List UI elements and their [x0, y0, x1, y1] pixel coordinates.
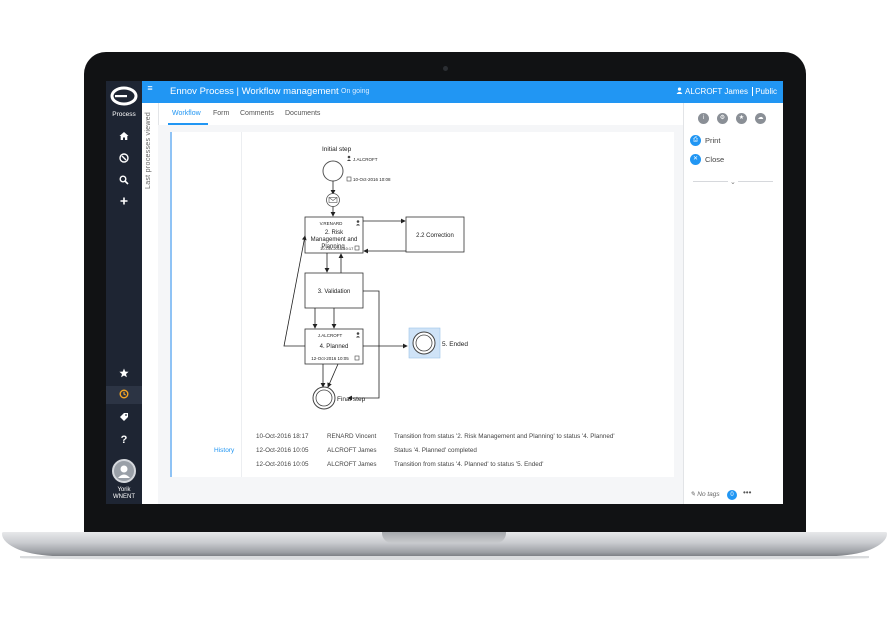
tab-comments[interactable]: Comments [240, 110, 274, 117]
app-header: Ennov Process | Workflow management On g… [158, 81, 783, 103]
tags-area[interactable]: ✎ No tags [690, 490, 720, 498]
user-icon [347, 155, 351, 161]
history-text: Status '4. Planned' completed [394, 447, 477, 454]
ended-label: 5. Ended [442, 341, 468, 348]
planned-node[interactable] [304, 328, 364, 365]
logo-label: Process [112, 111, 136, 118]
correction-node[interactable] [405, 216, 465, 253]
initial-step-label: Initial step [322, 146, 352, 153]
validation-label: 3. Validation [318, 289, 351, 295]
step2-line1: 2. Risk [325, 230, 344, 236]
avatar[interactable] [112, 459, 136, 483]
nav-rail: Process ? Yorik WNENT [106, 81, 142, 504]
initial-step-node[interactable] [322, 160, 344, 182]
tag-icon[interactable] [106, 412, 142, 426]
star-icon[interactable] [106, 368, 142, 382]
user-last-name: WNENT [113, 494, 135, 500]
menu-icon[interactable]: ≡ [142, 81, 158, 103]
ennov-logo[interactable] [110, 85, 138, 107]
history-date: 12-Oct-2016 10:05 [256, 461, 309, 468]
chevron-down-icon[interactable]: ⌄ [728, 178, 738, 186]
step2-date: 10-Oct-2016 10:17 [320, 246, 354, 251]
planned-user: J.ALCROFT [318, 333, 343, 338]
step2-node[interactable] [304, 216, 364, 254]
calendar-icon [354, 245, 360, 251]
home-icon[interactable] [106, 131, 142, 145]
user-icon [676, 87, 685, 96]
correction-label: 2.2 Correction [416, 233, 454, 239]
initial-step-user: J.ALCROFT [353, 157, 378, 162]
favorite-icon[interactable]: ★ [736, 113, 747, 124]
search-icon[interactable] [106, 175, 142, 189]
tab-documents[interactable]: Documents [285, 110, 321, 117]
history-label: History [214, 447, 235, 454]
page-title: Ennov Process | Workflow management [170, 86, 339, 97]
settings-icon[interactable]: ⚙ [717, 113, 728, 124]
print-icon[interactable]: ⎙ [690, 135, 701, 146]
history-date: 12-Oct-2016 10:05 [256, 447, 309, 454]
step2-line2: Management and [311, 237, 358, 243]
step2-line3: Planning [321, 244, 344, 250]
final-step-label: Final step [337, 396, 366, 403]
history-user: ALCROFT James [327, 447, 377, 454]
print-button[interactable]: Print [705, 136, 721, 145]
compass-icon[interactable] [106, 153, 142, 167]
history-text: Transition from status '4. Planned' to s… [394, 461, 544, 468]
status-badge: On going [341, 88, 370, 95]
workflow-card [170, 132, 674, 477]
tab-workflow[interactable]: Workflow [172, 110, 201, 117]
workflow-diagram: Initial step J.ALCROFT 10-Oct-2016 10:08… [283, 146, 468, 410]
help-icon[interactable]: ? [120, 434, 128, 446]
more-options-icon[interactable]: ••• [743, 488, 752, 497]
envelope-icon [328, 197, 338, 203]
step2-user: V.RENARD [320, 221, 344, 226]
tab-bar: Workflow Form Comments Documents [158, 103, 683, 126]
user-first-name: Yorik [117, 487, 131, 493]
tag-icon: ✎ [690, 491, 696, 498]
plus-icon[interactable] [106, 196, 142, 210]
planned-label: 4. Planned [320, 344, 349, 350]
initial-step-date: 10-Oct-2016 10:08 [353, 177, 391, 182]
history-text: Transition from status '2. Risk Manageme… [394, 433, 615, 440]
calendar-icon [354, 355, 360, 361]
user-icon [356, 332, 360, 338]
tags-count-badge: 0 [727, 490, 737, 500]
app-screen: Process ? Yorik WNENT ≡ Last p [106, 81, 783, 504]
card-separator [241, 132, 242, 477]
cloud-icon[interactable]: ☁ [755, 113, 766, 124]
close-icon[interactable]: ✕ [690, 154, 701, 165]
laptop-shadow [20, 556, 869, 560]
tab-form[interactable]: Form [213, 110, 230, 117]
history-date: 10-Oct-2016 18:17 [256, 433, 309, 440]
user-name: ALCROFT James [684, 87, 748, 96]
visibility-label: Public [755, 87, 777, 96]
history-icon[interactable] [106, 389, 142, 403]
history-user: ALCROFT James [327, 461, 377, 468]
active-tab-underline [168, 123, 208, 125]
close-button[interactable]: Close [705, 155, 725, 164]
info-icon[interactable]: i [698, 113, 709, 124]
validation-node[interactable] [304, 272, 364, 309]
laptop-notch [382, 532, 506, 543]
user-icon [356, 220, 360, 226]
planned-date: 12-Oct-2016 10:05 [311, 356, 349, 361]
camera [443, 66, 448, 71]
recent-processes-label[interactable]: Last processes viewed [145, 111, 152, 189]
card-accent [170, 132, 172, 477]
calendar-icon [346, 176, 352, 182]
right-panel [683, 103, 783, 504]
history-nav-highlight [106, 386, 142, 404]
history-user: RENARD Vincent [327, 433, 377, 440]
user-info[interactable]: ALCROFT James Public [676, 87, 777, 96]
tags-label: No tags [697, 491, 720, 498]
